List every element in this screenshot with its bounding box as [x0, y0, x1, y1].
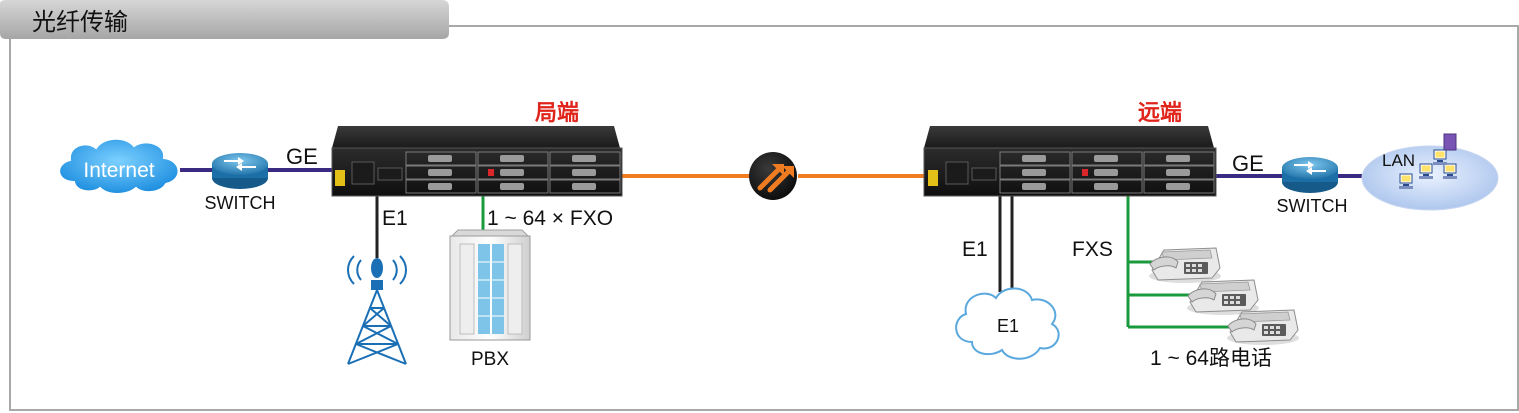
computer-icon [1418, 163, 1434, 180]
e1-right-label: E1 [962, 238, 988, 261]
interface-card-slots [999, 151, 1215, 194]
telephone-icon [1148, 247, 1222, 284]
ge-left-label: GE [286, 144, 318, 169]
server-icon [1443, 133, 1457, 151]
pbx-label: PBX [471, 349, 509, 370]
diagram-frame [9, 25, 1519, 411]
switch-left-label: SWITCH [205, 193, 276, 213]
power-socket-icon [945, 161, 969, 185]
switch-left [212, 153, 268, 189]
lan-label: LAN [1382, 151, 1415, 170]
telephone-icon [1226, 309, 1300, 346]
switch-arrows-icon [224, 157, 256, 171]
remote-end-chassis [923, 126, 1217, 197]
local-end-chassis [331, 126, 623, 197]
pbx-cabinet-icon [449, 229, 531, 341]
internet-label: Internet [83, 159, 154, 182]
switch-right [1282, 157, 1338, 193]
phones-label: 1 ~ 64路电话 [1150, 347, 1272, 370]
power-socket-icon [351, 161, 375, 185]
fxs-label: FXS [1072, 238, 1113, 261]
title-tab [0, 0, 449, 39]
local-end-label: 局端 [535, 101, 579, 126]
fxo-label: 1 ~ 64 × FXO [487, 207, 613, 230]
computer-icon [1442, 163, 1458, 180]
computer-icon [1432, 149, 1448, 166]
fxs-phone-links [1126, 196, 1236, 329]
fiber-link-icon [749, 152, 797, 200]
power-switch-icon [928, 170, 938, 186]
computer-icon [1398, 173, 1414, 190]
page-title: 光纤传输 [32, 9, 128, 36]
connections [180, 168, 1362, 329]
internet-cloud: Internet [58, 137, 180, 195]
remote-end-label: 远端 [1138, 101, 1182, 126]
radio-tower-icon [347, 255, 407, 365]
e1-cloud: E1 [955, 287, 1060, 360]
switch-right-label: SWITCH [1277, 196, 1348, 216]
e1-left-label: E1 [382, 207, 408, 230]
interface-card-slots [405, 151, 621, 194]
lan-network: LAN [1361, 133, 1499, 211]
e1-cloud-label: E1 [997, 316, 1019, 336]
power-switch-icon [335, 170, 345, 186]
switch-arrows-icon [1294, 161, 1326, 175]
ge-right-label: GE [1232, 151, 1264, 176]
telephone-icon [1186, 279, 1260, 316]
